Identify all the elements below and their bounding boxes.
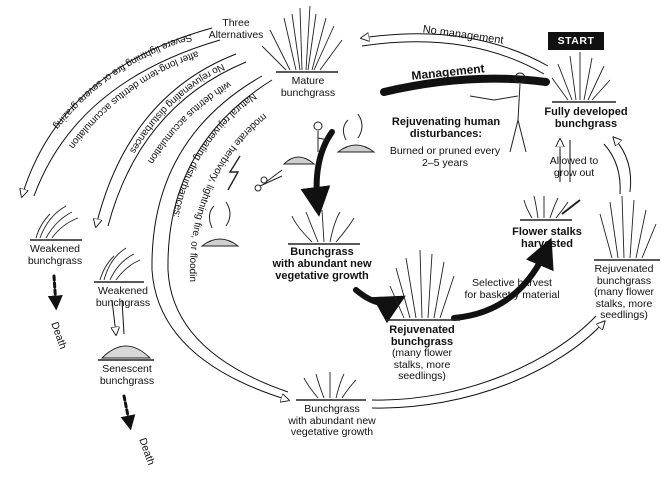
label-line: seedlings) — [600, 309, 648, 321]
label-line: with abundant new — [272, 258, 372, 270]
label-fully-developed: Fully developed bunchgrass — [536, 106, 636, 130]
label-line: bunchgrass — [95, 296, 151, 309]
label-rejuvenated-right: Rejuvenated bunchgrass (many flower stal… — [580, 263, 668, 322]
arrow-weakened-to-senescent — [112, 299, 116, 334]
outer-arrows — [22, 27, 632, 409]
grass-weakened-1 — [30, 205, 82, 241]
death-arrow-1 — [47, 274, 63, 311]
label-line: Senescent — [102, 363, 152, 375]
grass-flower-stalks — [520, 195, 572, 221]
label-line: Bunchgrass — [304, 403, 360, 415]
grass-abundant-bottom — [296, 372, 366, 401]
label-line: Burned or pruned every — [389, 145, 501, 157]
arrow-bottom-to-right — [371, 322, 604, 409]
arrow-left-down — [300, 129, 335, 217]
label-weakened-1: Weakened bunchgrass — [20, 243, 90, 267]
label-selective-harvest: Selective harvest for basketry material — [452, 277, 572, 301]
label-line: Three — [222, 17, 250, 29]
label-senescent: Senescent bunchgrass — [92, 363, 162, 387]
lightning-bolt — [227, 155, 241, 191]
management-arrows — [47, 74, 554, 431]
label-three-alternatives: Three Alternatives — [200, 17, 272, 41]
management-arc — [380, 74, 550, 96]
label-line: for basketry material — [464, 288, 560, 301]
label-line: grow out — [553, 166, 595, 179]
label-line: seedlings) — [398, 370, 446, 382]
label-line: bunchgrass — [99, 374, 155, 387]
label-line: Rejuvenating human — [391, 116, 501, 128]
label-rejuvenated-mid: Rejuvenated bunchgrass (many flower stal… — [372, 324, 472, 383]
grass-rejuvenated-right — [594, 195, 660, 261]
label-line: with abundant new — [288, 414, 376, 427]
label-line: Weakened — [29, 243, 80, 255]
arrow-no-management — [362, 34, 549, 67]
label-line: Rejuvenated — [594, 263, 654, 275]
label-abundant-bottom: Bunchgrass with abundant new vegetative … — [272, 403, 392, 439]
label-line: (many flower — [391, 347, 453, 359]
label-line: Fully developed — [544, 106, 628, 118]
label-line: bunchgrass — [27, 254, 83, 267]
label-line: vegetative growth — [275, 270, 369, 282]
illustration-human-burning — [200, 72, 581, 247]
arc-text-severe-1: Severe lightning fire or severe grazing — [51, 31, 193, 131]
label-line: (many flower — [593, 286, 655, 298]
grass-mature — [261, 5, 343, 73]
label-abundant-mid: Bunchgrass with abundant new vegetative … — [262, 246, 382, 282]
start-box: START — [548, 32, 604, 50]
label-line: disturbances: — [409, 128, 483, 140]
label-line: bunchgrass — [554, 118, 618, 130]
label-burned-pruned: Burned or pruned every 2–5 years — [370, 145, 520, 169]
label-line: harvested — [521, 238, 573, 250]
arrow-to-flower-stalks — [451, 237, 554, 321]
label-line: bunchgrass — [280, 86, 336, 99]
label-line: Weakened — [97, 285, 148, 297]
death-arrow-2 — [120, 394, 136, 431]
label-line: Mature — [291, 75, 325, 87]
grass-abundant-mid — [288, 209, 360, 245]
arc-text-natural-1: Natural rejuvenating disturbances: — [170, 90, 258, 218]
label-rejuvenating-disturbances: Rejuvenating human disturbances: — [376, 116, 516, 140]
label-line: Selective harvest — [472, 277, 552, 289]
arrow-to-weakened-2 — [96, 53, 237, 226]
grass-weakened-2 — [94, 247, 144, 283]
label-line: Rejuvenated — [389, 324, 455, 336]
label-line: 2–5 years — [421, 156, 469, 169]
label-line: Allowed to — [549, 155, 599, 167]
grass-fully-developed — [551, 52, 616, 103]
label-line: vegetative growth — [290, 426, 374, 438]
arrow-right-to-fully — [614, 138, 632, 193]
label-line: Alternatives — [208, 28, 264, 41]
label-line: Flower stalks — [512, 226, 582, 238]
label-weakened-2: Weakened bunchgrass — [88, 285, 158, 309]
label-line: bunchgrass — [390, 336, 454, 348]
grass-rejuvenated-mid — [386, 249, 460, 321]
label-flower-stalks: Flower stalks harvested — [502, 226, 592, 250]
label-allowed-grow-out: Allowed to grow out — [534, 155, 614, 179]
arrow-to-rejuvenated — [353, 287, 406, 324]
grass-senescent — [98, 345, 154, 361]
label-line: stalks, more — [393, 358, 451, 371]
label-line: stalks, more — [595, 297, 653, 310]
arrow-to-bottom-bunchgrass — [151, 75, 288, 400]
label-mature: Mature bunchgrass — [278, 75, 338, 99]
label-line: bunchgrass — [596, 274, 652, 287]
label-line: Bunchgrass — [290, 246, 354, 258]
arrow-to-weakened-1 — [22, 27, 213, 196]
